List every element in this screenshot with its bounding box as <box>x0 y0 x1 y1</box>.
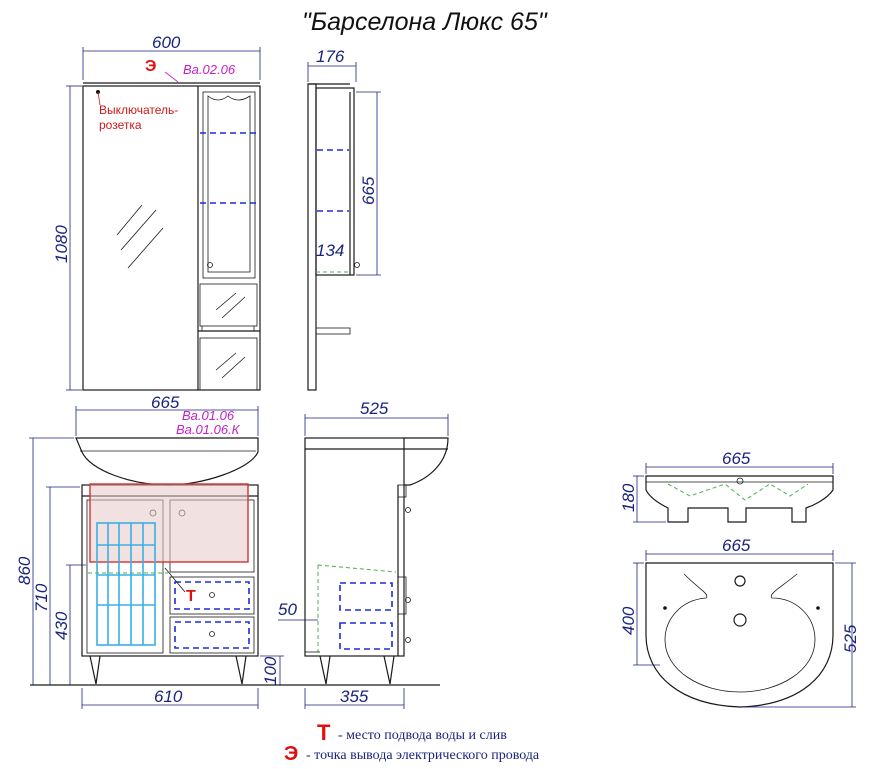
sink-profile-height-dimension: 180 <box>619 475 666 523</box>
vanity-body-width-dimension: 610 <box>81 687 259 709</box>
water-supply-marker: Т <box>186 588 196 605</box>
sink-top-inner-depth-label: 400 <box>619 606 638 635</box>
mirror-height-dimension: 1080 <box>52 85 82 391</box>
mirror-width-dimension: 600 <box>82 33 261 80</box>
vanity-height-710-label: 710 <box>32 583 51 612</box>
vanity-inner-offset-dimension: 50 <box>278 600 318 621</box>
sink-top-width-dimension: 665 <box>645 536 834 561</box>
vanity-side-depth-label: 525 <box>360 399 389 418</box>
vanity-leg-height-label: 100 <box>261 656 280 685</box>
vanity-body-depth-dimension: 355 <box>304 687 405 709</box>
switch-socket-label-line2: розетка <box>99 118 142 132</box>
vanity-height-430-label: 430 <box>52 611 71 640</box>
vanity-code-2: Ва.01.06.К <box>176 422 241 437</box>
sink-top-view <box>645 562 834 708</box>
vanity-code-1: Ва.01.06 <box>182 408 235 423</box>
sink-profile <box>645 475 834 523</box>
vanity-height-430-dimension: 430 <box>52 564 86 685</box>
vanity-inner-offset-label: 50 <box>278 600 297 619</box>
vanity-height-860-label: 860 <box>15 556 34 585</box>
sink-top-width-label: 665 <box>722 536 751 555</box>
legend: Т - место подвода воды и слив Э - точка … <box>284 720 540 765</box>
mirror-cabinet-front <box>82 82 261 391</box>
switch-socket-label-line1: Выключатель- <box>99 103 178 117</box>
sink-profile-width-label: 665 <box>722 449 751 468</box>
vanity-side <box>304 437 449 685</box>
vanity-front <box>30 437 440 686</box>
vanity-top-width-dimension: 665 <box>75 393 259 436</box>
mirror-depth-label: 176 <box>316 47 345 66</box>
mirror-width-label: 600 <box>152 33 181 52</box>
legend-water-text: - место подвода воды и слив <box>338 728 507 743</box>
legend-water-symbol: Т <box>317 720 331 745</box>
vanity-leg-height-dimension: 100 <box>260 655 284 685</box>
mirror-height-label: 1080 <box>52 225 71 263</box>
sink-top-depth-label: 525 <box>841 624 860 653</box>
mirror-side-height-label: 665 <box>359 176 378 205</box>
drawing-title: "Барселона Люкс 65" <box>302 8 548 36</box>
vanity-height-710-dimension: 710 <box>32 486 80 685</box>
vanity-body-depth-label: 355 <box>340 687 369 706</box>
shelf-depth-label: 134 <box>316 241 344 260</box>
vanity-top-width-label: 665 <box>151 393 180 412</box>
legend-electric-text: - точка вывода электрического провода <box>306 748 540 763</box>
mirror-cabinet-side <box>307 83 360 391</box>
vanity-body-width-label: 610 <box>154 687 183 706</box>
electric-outlet-marker: Э <box>145 58 156 75</box>
sink-top-inner-depth-dimension: 400 <box>619 562 660 666</box>
sink-profile-height-label: 180 <box>619 483 638 512</box>
vanity-height-860-dimension: 860 <box>15 437 74 685</box>
mirror-side-height-dimension: 665 <box>356 91 381 276</box>
mirror-cabinet-code: Ва.02.06 <box>183 62 236 77</box>
sink-top-depth-dimension: 525 <box>742 562 860 708</box>
mirror-depth-dimension: 176 <box>307 47 357 82</box>
legend-electric-symbol: Э <box>284 743 298 765</box>
vanity-side-depth-dimension: 525 <box>304 399 449 436</box>
sink-profile-width-dimension: 665 <box>645 449 834 474</box>
